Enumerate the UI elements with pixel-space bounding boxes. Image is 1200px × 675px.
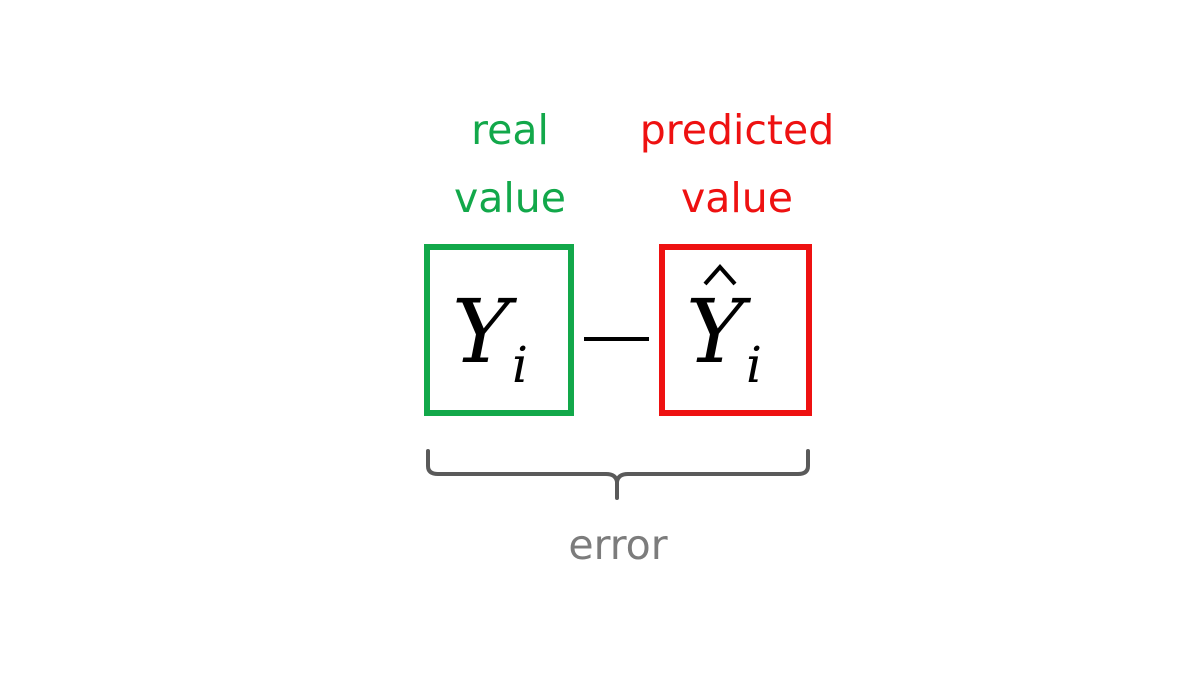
predicted-value-subscript: i	[746, 336, 762, 394]
brace-icon	[426, 449, 810, 500]
predicted-value-label-line1: predicted	[639, 106, 835, 154]
real-value-box	[424, 244, 574, 416]
real-value-label-line1: real	[471, 106, 549, 154]
predicted-value-label-line2: value	[681, 174, 793, 222]
real-value-label-line2: value	[454, 174, 566, 222]
hat-icon	[703, 263, 737, 286]
real-value-subscript: i	[512, 336, 528, 394]
predicted-value-symbol: Y	[686, 280, 745, 383]
minus-operator	[584, 337, 649, 341]
real-value-symbol: Y	[452, 280, 511, 383]
predicted-value-box	[659, 244, 812, 416]
error-label: error	[568, 521, 668, 569]
